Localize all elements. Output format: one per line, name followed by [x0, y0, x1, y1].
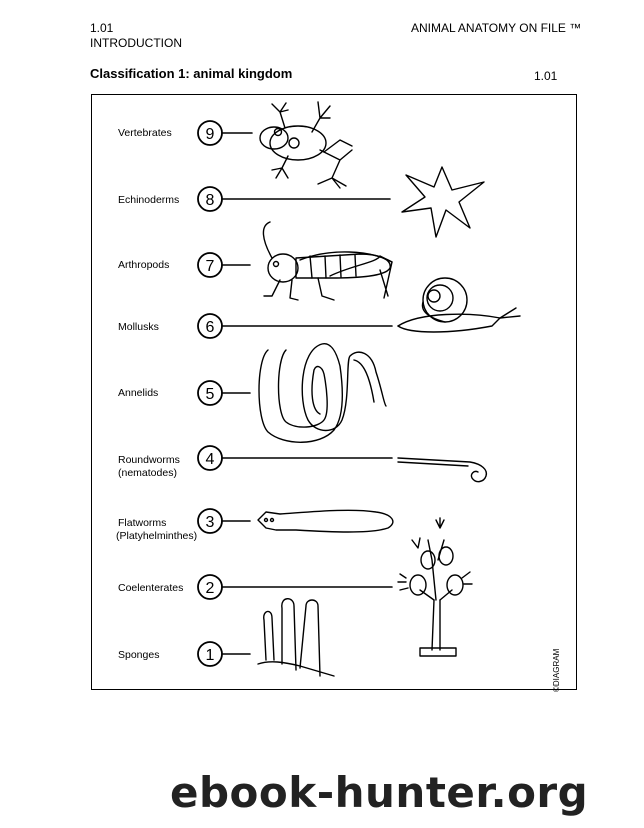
circle-5: 5: [197, 380, 223, 406]
label-sponges: Sponges: [118, 649, 160, 661]
label-echinoderms: Echinoderms: [118, 194, 180, 206]
number-2: 2: [206, 580, 215, 597]
label-annelids: Annelids: [118, 387, 159, 399]
section-number: 1.01: [90, 21, 114, 35]
label-coelenterates: Coelenterates: [118, 582, 184, 594]
diagram-frame: [91, 94, 577, 690]
number-7: 7: [206, 258, 215, 275]
number-1: 1: [206, 647, 215, 664]
label-roundworms-sub: (nematodes): [118, 467, 177, 479]
page-title: Classification 1: animal kingdom: [90, 66, 293, 81]
number-6: 6: [206, 319, 215, 336]
series-title: ANIMAL ANATOMY ON FILE ™: [411, 21, 582, 35]
number-4: 4: [206, 451, 215, 468]
page-number: 1.01: [534, 69, 558, 83]
circle-9: 9: [197, 120, 223, 146]
credit-text: ©DIAGRAM: [552, 648, 561, 692]
flatworm-icon: [257, 509, 394, 533]
number-5: 5: [206, 386, 215, 403]
label-flatworms-sub: (Platyhelminthes): [116, 530, 198, 542]
snail-icon: [397, 277, 521, 333]
circle-6: 6: [197, 313, 223, 339]
frog-icon: [259, 101, 353, 189]
label-arthropods: Arthropods: [118, 259, 170, 271]
circle-2: 2: [197, 574, 223, 600]
earthworm-icon: [258, 343, 387, 443]
circle-3: 3: [197, 508, 223, 534]
roundworm-icon: [397, 457, 488, 483]
grasshopper-icon: [262, 221, 393, 301]
circle-7: 7: [197, 252, 223, 278]
hydroid-icon: [397, 517, 473, 657]
leader-lines: [221, 132, 393, 655]
circle-4: 4: [197, 445, 223, 471]
number-3: 3: [206, 514, 215, 531]
number-8: 8: [206, 192, 215, 209]
label-vertebrates: Vertebrates: [118, 127, 172, 139]
section-name: INTRODUCTION: [90, 36, 182, 50]
starfish-icon: [401, 166, 485, 238]
label-mollusks: Mollusks: [118, 321, 159, 333]
number-9: 9: [206, 126, 215, 143]
label-roundworms: Roundworms: [118, 454, 180, 466]
label-flatworms: Flatworms: [118, 517, 167, 529]
watermark-text: ebook-hunter.org: [170, 768, 589, 817]
circle-1: 1: [197, 641, 223, 667]
sponge-icon: [257, 598, 335, 677]
circle-8: 8: [197, 186, 223, 212]
